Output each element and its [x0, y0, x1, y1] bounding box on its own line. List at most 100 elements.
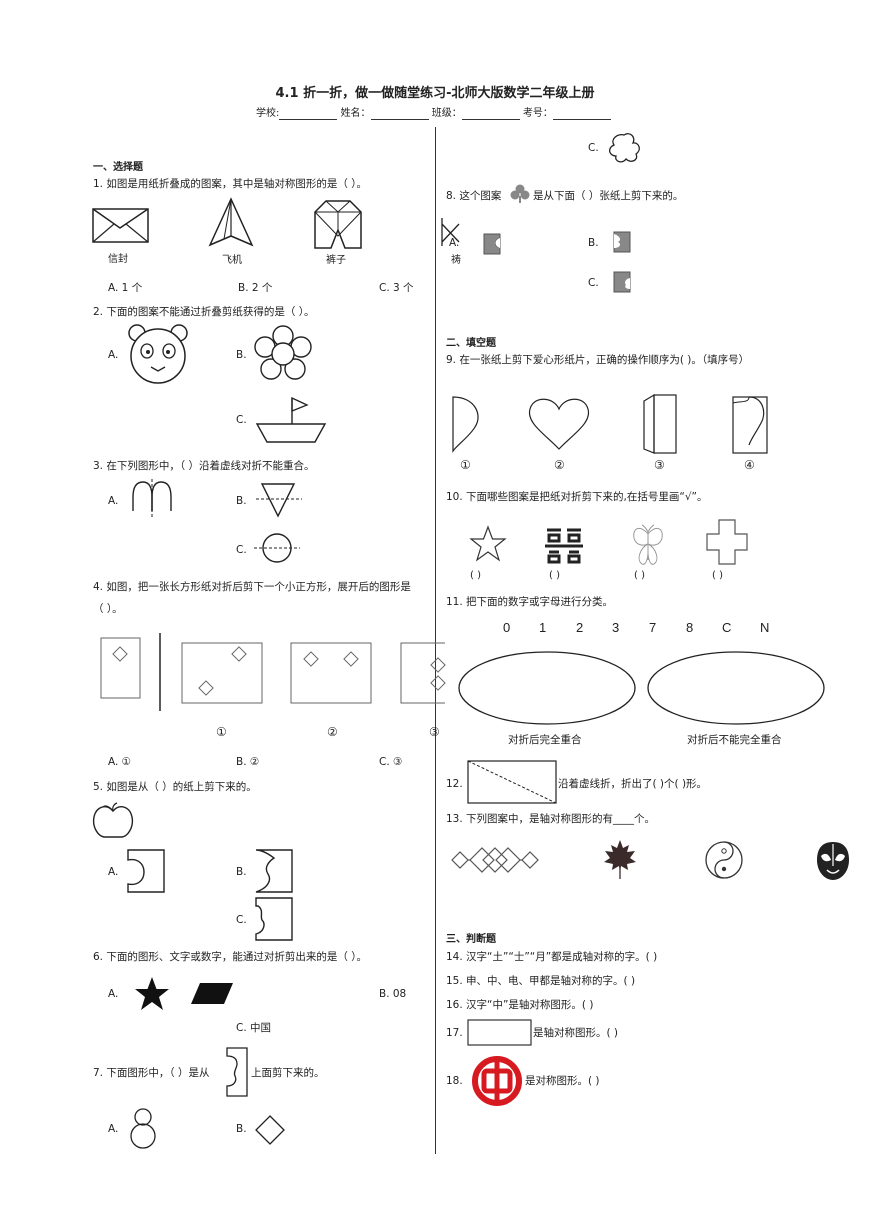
- q8-option-c[interactable]: C.: [588, 277, 599, 289]
- star-outline-figure: [469, 525, 507, 562]
- q4-option-a[interactable]: A. ①: [108, 756, 132, 768]
- question-5-stem: 5. 如图是从（ ）的纸上剪下来的。: [93, 781, 257, 793]
- yin-yang-figure: [705, 841, 743, 879]
- q11-char: 8: [686, 620, 694, 635]
- question-4-stem-line2: （ ）。: [93, 603, 123, 615]
- q2-option-a[interactable]: A.: [108, 349, 119, 361]
- question-3-stem: 3. 在下列图形中，（ ）沿着虚线对折不能重合。: [93, 460, 315, 472]
- q9-label-3: ③: [654, 458, 665, 472]
- q8-option-b[interactable]: B.: [588, 237, 599, 249]
- apple-shape-figure: [92, 802, 134, 838]
- section-choice-heading: 一、选择题: [93, 162, 143, 173]
- overlapping-fragment: [441, 218, 460, 246]
- q11-oval-label-1: 对折后完全重合: [508, 734, 582, 746]
- q6-option-a[interactable]: A.: [108, 988, 119, 1000]
- flower-figure: [254, 325, 312, 380]
- q9-label-1: ①: [460, 458, 471, 472]
- q2-option-c[interactable]: C.: [236, 414, 247, 426]
- q6-option-b[interactable]: B. 08: [379, 988, 407, 1000]
- question-13-stem: 13. 下列图案中，是轴对称图形的有____个。: [446, 813, 656, 825]
- q8-paper-a: [483, 233, 501, 255]
- q9-label-4: ④: [744, 458, 755, 472]
- q11-sorting-ovals: [458, 651, 825, 725]
- heart-figure: [528, 398, 590, 450]
- column-divider: [435, 127, 436, 1154]
- q2-option-b[interactable]: B.: [236, 349, 247, 361]
- double-happiness-figure: [545, 528, 583, 564]
- butterfly-figure: [633, 524, 663, 565]
- opera-mask-figure: [817, 842, 849, 880]
- q11-character-row: 0 1 2 3 7 8 C N: [490, 620, 790, 638]
- exam-label: 考号：: [522, 108, 553, 119]
- q1-option-a[interactable]: A. 1 个: [108, 282, 143, 294]
- q11-char: N: [760, 620, 770, 635]
- q8-option-a[interactable]: A.: [449, 237, 460, 249]
- airplane-caption: 飞机: [222, 255, 242, 266]
- q5-paper-c: [255, 897, 293, 941]
- folded-rect-figure: [643, 393, 677, 454]
- panda-figure: [128, 324, 188, 384]
- q5-option-a[interactable]: A.: [108, 866, 119, 878]
- folded-paper-figures: [100, 633, 446, 711]
- q10-answer-1[interactable]: ( ): [470, 570, 481, 581]
- school-field[interactable]: [279, 108, 338, 120]
- maple-leaf-figure: [604, 840, 636, 879]
- q3-option-a[interactable]: A.: [108, 495, 119, 507]
- q4-option-c[interactable]: C. ③: [379, 756, 403, 768]
- knot-pattern-figure: [451, 847, 539, 873]
- pants-caption: 裤子: [326, 255, 346, 266]
- q6-option-c[interactable]: C. 中国: [236, 1022, 272, 1034]
- q10-answer-3[interactable]: ( ): [634, 570, 645, 581]
- question-9-stem: 9. 在一张纸上剪下爱心形纸片，正确的操作顺序为( )。（填序号）: [446, 354, 750, 366]
- q4-option-b[interactable]: B. ②: [236, 756, 260, 768]
- envelope-figure: [92, 208, 149, 243]
- q11-char: 2: [576, 620, 584, 635]
- q8-paper-c: [613, 271, 631, 293]
- q8-paper-b: [613, 231, 631, 253]
- arch-figure: [132, 479, 172, 519]
- section-judge-heading: 三、判断题: [446, 934, 496, 945]
- q11-char: C: [722, 620, 732, 635]
- class-field[interactable]: [461, 108, 520, 120]
- q7-option-b[interactable]: B.: [236, 1123, 247, 1135]
- cloud-flower-figure: [609, 133, 640, 163]
- diamond-figure: [255, 1115, 285, 1145]
- rect-with-half-heart-figure: [732, 396, 768, 454]
- question-11-stem: 11. 把下面的数字或字母进行分类。: [446, 596, 614, 608]
- question-2-stem: 2. 下面的图案不能通过折叠剪纸获得的是（ ）。: [93, 306, 315, 318]
- q10-answer-2[interactable]: ( ): [549, 570, 560, 581]
- gourd-figure: [130, 1108, 156, 1149]
- question-18-number: 18.: [446, 1075, 463, 1087]
- q1-option-b[interactable]: B. 2 个: [238, 282, 273, 294]
- q9-label-2: ②: [554, 458, 565, 472]
- exam-field[interactable]: [552, 108, 611, 120]
- parallelogram-figure: [191, 983, 233, 1004]
- cross-figure: [706, 519, 748, 565]
- q5-paper-a: [127, 849, 165, 893]
- q3-option-b[interactable]: B.: [236, 495, 247, 507]
- q1-option-c[interactable]: C. 3 个: [379, 282, 414, 294]
- q3-option-c[interactable]: C.: [236, 544, 247, 556]
- name-field[interactable]: [370, 108, 429, 120]
- star-figure: [135, 977, 169, 1010]
- q10-answer-4[interactable]: ( ): [712, 570, 723, 581]
- oval-symmetric[interactable]: [458, 651, 636, 725]
- q5-option-c[interactable]: C.: [236, 914, 247, 926]
- half-heart-figure: [452, 396, 479, 453]
- q7-option-c[interactable]: C.: [588, 142, 599, 154]
- circle-dashed-figure: [254, 533, 300, 563]
- question-8-stem-part2: 是从下面（ ）张纸上剪下来的。: [533, 190, 684, 202]
- pants-figure: [314, 200, 362, 249]
- name-label: 姓名：: [340, 108, 371, 119]
- q5-option-b[interactable]: B.: [236, 866, 247, 878]
- overlap-fragment-char: 祷: [451, 255, 461, 266]
- q7-cut-paper: [226, 1047, 248, 1097]
- q7-option-a[interactable]: A.: [108, 1123, 119, 1135]
- question-1-stem: 1. 如图是用纸折叠成的图案，其中是轴对称图形的是（ ）。: [93, 178, 367, 190]
- question-17-number: 17.: [446, 1027, 463, 1039]
- oval-not-symmetric[interactable]: [647, 651, 825, 725]
- section-fill-heading: 二、填空题: [446, 338, 496, 349]
- sailboat-figure: [255, 396, 327, 443]
- question-7-stem-part2: 上面剪下来的。: [251, 1067, 325, 1079]
- q11-char: 7: [649, 620, 657, 635]
